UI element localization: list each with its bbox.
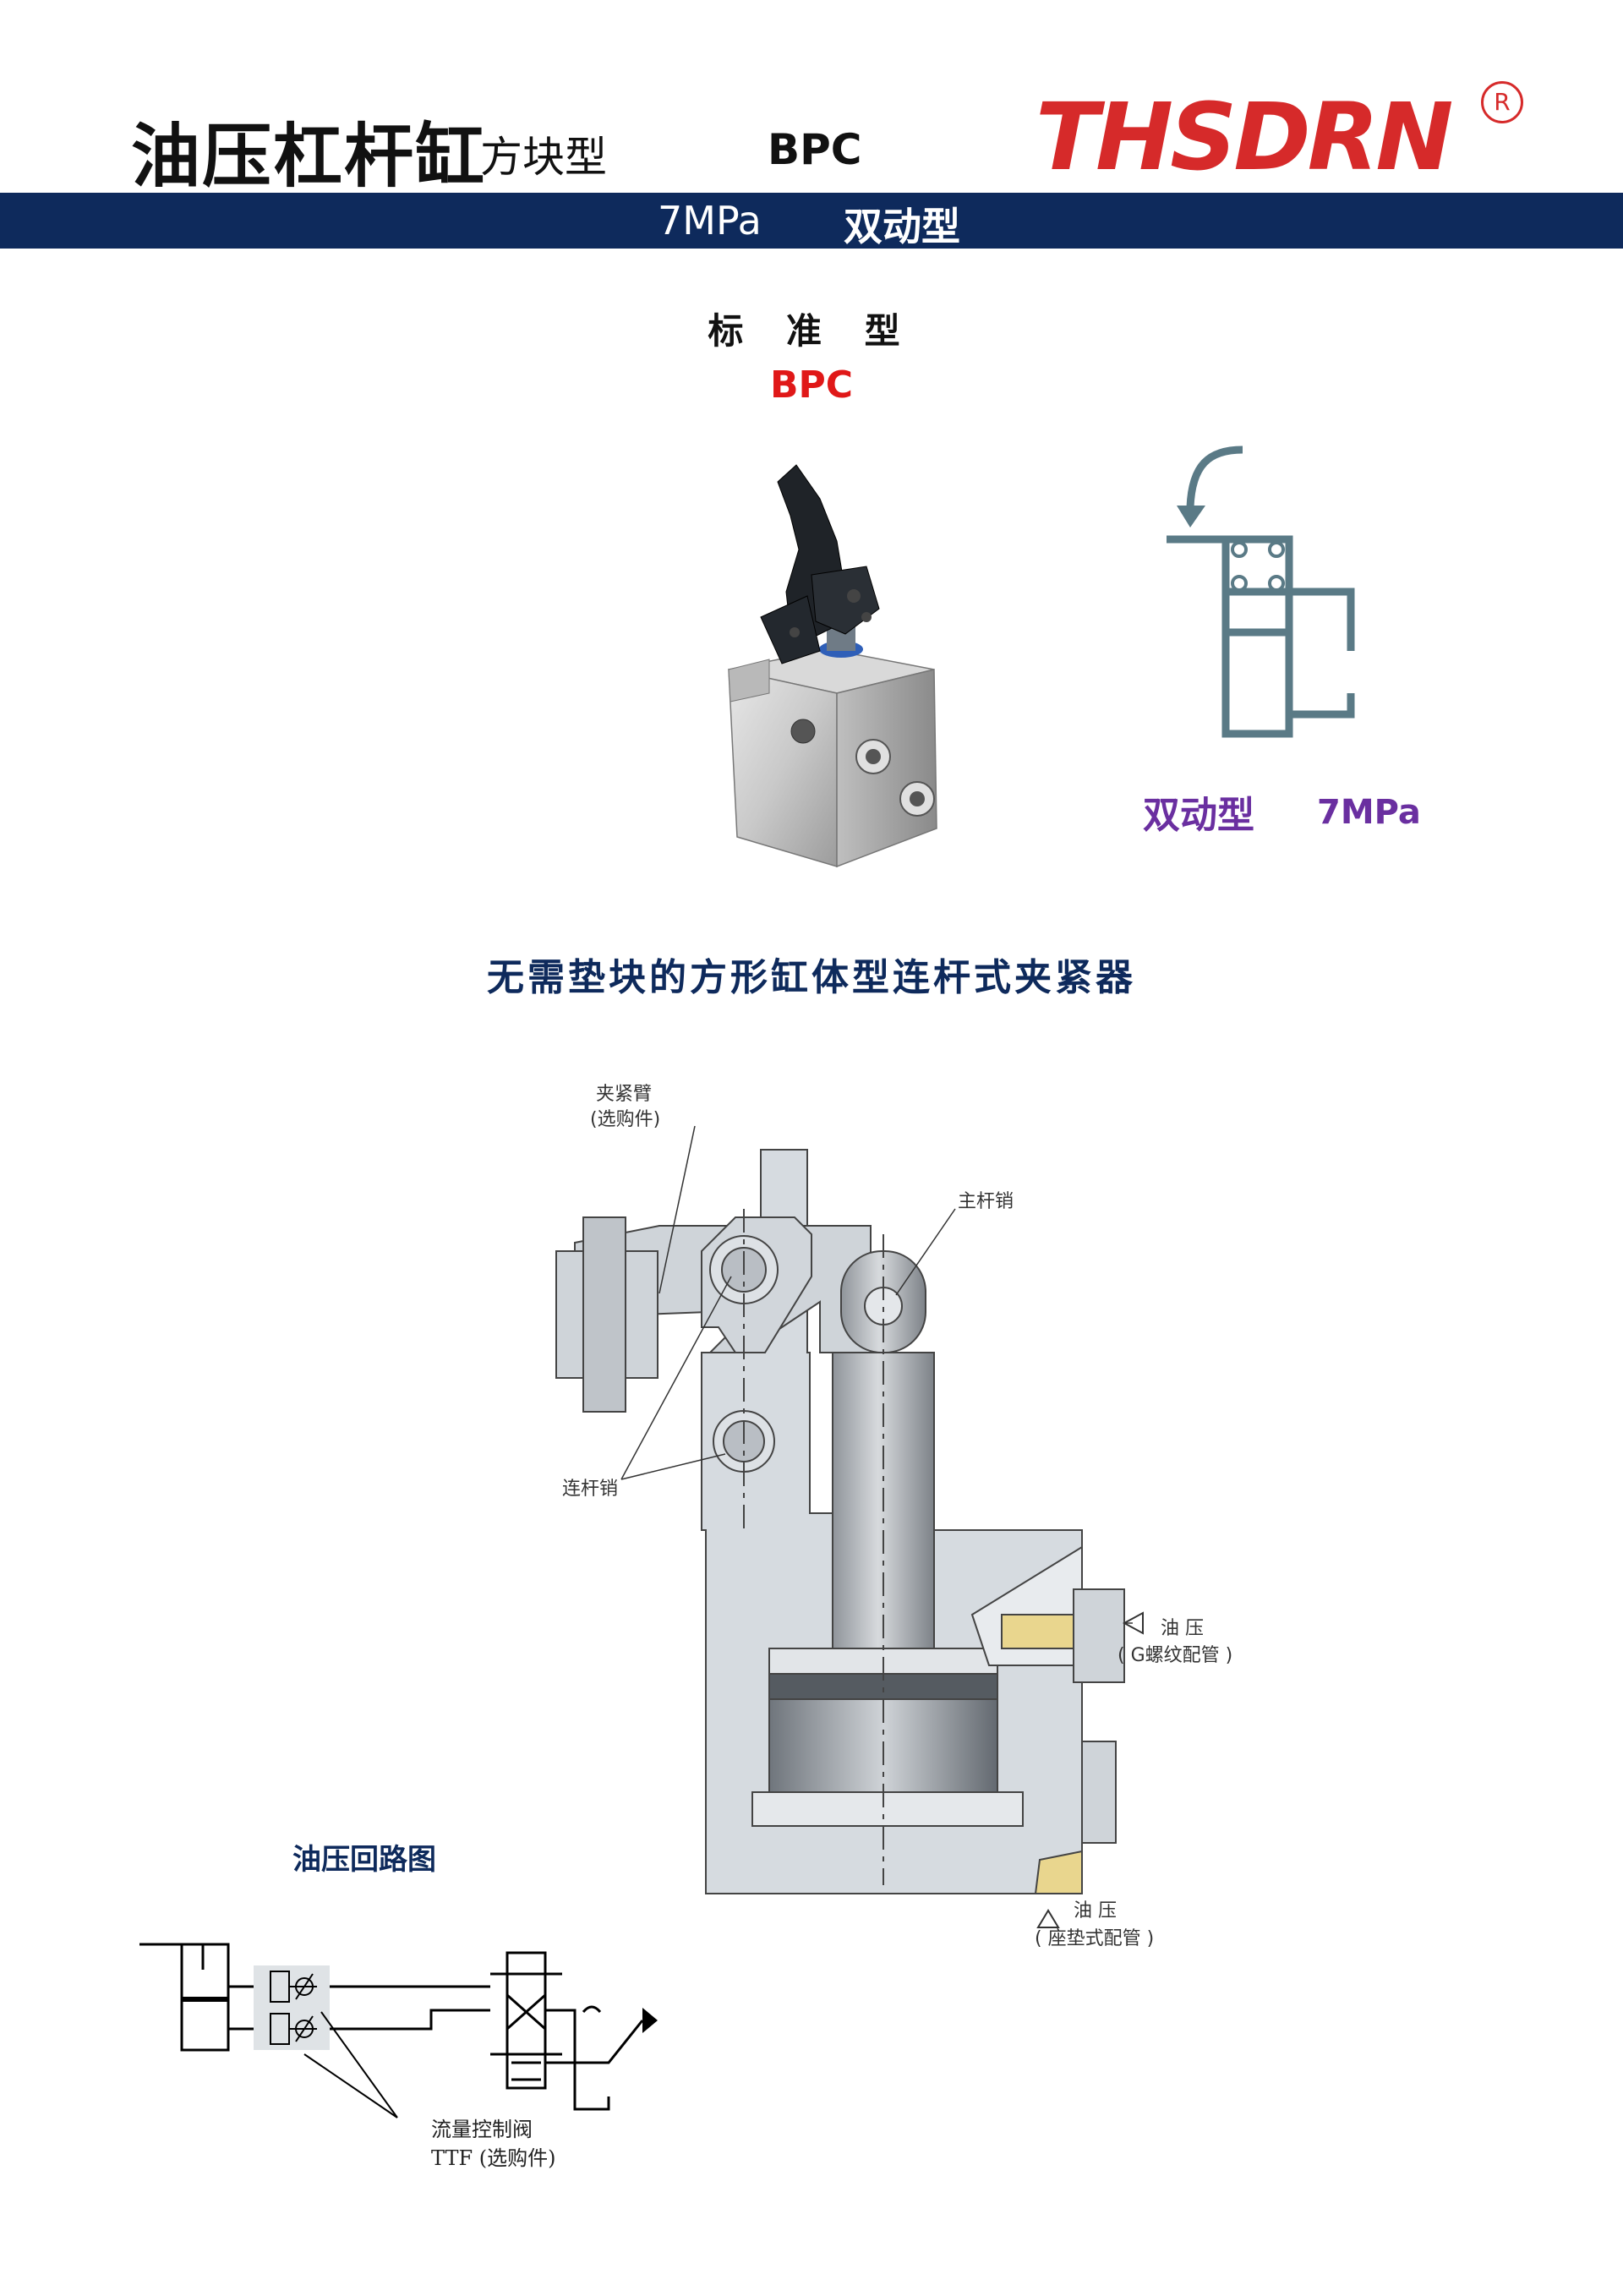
header-band — [0, 193, 1623, 249]
label-oil-g-thread: ( G螺纹配管 ) — [1118, 1645, 1233, 1666]
brand-logo: THSDRN — [1036, 83, 1453, 191]
symbol-pressure-label: 7MPa — [1317, 793, 1421, 832]
product-photo — [728, 464, 937, 868]
label-link-pin: 连杆销 — [562, 1479, 619, 1500]
label-clamp-arm: 夹紧臂 — [596, 1084, 653, 1105]
standard-type-code: BPC — [769, 364, 854, 407]
product-description: 无需垫块的方形缸体型连杆式夹紧器 — [487, 956, 1136, 999]
page-title: 油压杠杆缸 — [131, 117, 487, 197]
valve-label-line-2: TTF (选购件) — [431, 2146, 556, 2170]
page-subtitle: 方块型 — [480, 133, 607, 182]
band-pressure: 7MPa — [658, 198, 762, 243]
label-main-pin: 主杆销 — [958, 1191, 1014, 1212]
registered-mark-icon: R — [1481, 81, 1523, 123]
double-acting-symbol — [1167, 446, 1355, 738]
flow-control-valve-label: 流量控制阀 TTF (选购件) — [431, 2115, 555, 2173]
standard-type-label: 标 准 型 — [708, 310, 915, 352]
symbol-type-label: 双动型 — [1143, 794, 1254, 837]
band-action-type: 双动型 — [844, 204, 960, 249]
label-oil-pressure-1: 油 压 — [1161, 1618, 1204, 1639]
label-oil-seat-pad: ( 座垫式配管 ) — [1035, 1928, 1155, 1949]
model-code: BPC — [768, 125, 862, 174]
circuit-title: 油压回路图 — [292, 1843, 436, 1877]
cross-section-diagram — [555, 1125, 1144, 1928]
label-clamp-arm-optional: (选购件) — [590, 1109, 661, 1130]
hydraulic-circuit-diagram — [139, 1943, 658, 2118]
label-oil-pressure-2: 油 压 — [1074, 1900, 1117, 1922]
valve-label-line-1: 流量控制阀 — [431, 2118, 533, 2141]
